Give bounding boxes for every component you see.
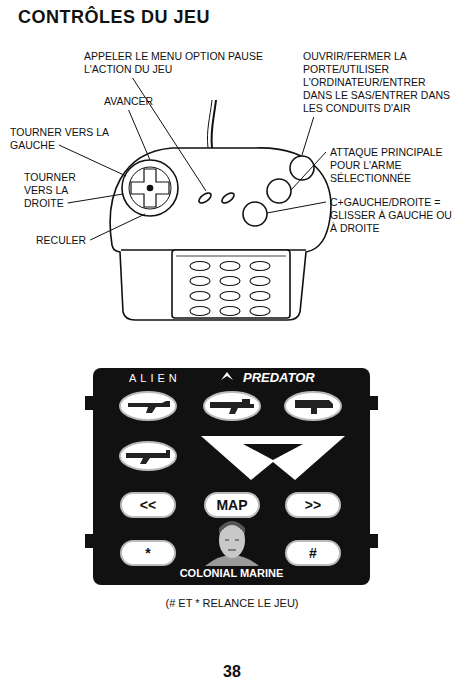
leader-line [133,78,206,191]
callout-label: TOURNER VERS LA GAUCHE [10,126,110,152]
leader-line [291,152,326,190]
pause-button [197,191,212,205]
marine-emblem-notch [243,444,303,460]
option-button [220,191,235,205]
leader-line [90,214,145,240]
keypad-key [220,307,240,316]
leader-lines [59,78,326,240]
keypad-key [250,292,270,301]
keypad-key [250,262,270,271]
keypad-key [220,277,240,286]
button-b [267,179,291,203]
versus-logo [221,372,233,380]
caption: (# ET * RELANCE LE JEU) [0,597,464,609]
weapon-button [120,392,176,420]
button-label: >> [305,497,321,513]
weapon-icon [295,400,333,414]
controller-cord [207,100,212,148]
overlay-button: MAP [204,492,260,518]
keypad-key [190,262,210,271]
button-label: * [145,545,150,561]
keypad-key [220,292,240,301]
callout-label: TOURNER VERS LA DROITE [24,171,106,210]
callout-label: OUVRIR/FERMER LA PORTE/UTILISER L'ORDINA… [303,50,455,115]
overlay-button: # [285,540,341,566]
callout-label: ATTAQUE PRINCIPALE POUR L'ARME SÉLECTION… [330,146,458,185]
button-label: << [140,497,156,513]
leader-line [302,117,314,155]
controller-cord [211,100,216,148]
keypad-key [190,277,210,286]
leader-line [267,202,326,213]
keypad-key [250,307,270,316]
overlay-text: PREDATOR [243,370,315,385]
weapon-icon [126,450,170,464]
keypad-overlay: << MAP >> * # ALIEN PREDATOR COLONIAL MARINE [93,368,370,585]
d-pad-cross [131,169,169,207]
overlay-text: COLONIAL MARINE [93,567,370,579]
keypad-key [250,277,270,286]
d-pad-ring [129,167,171,209]
keypad-key [220,262,240,271]
weapon-button [204,392,260,420]
page-title: CONTRÔLES DU JEU [18,7,210,28]
weapon-icon [128,401,170,413]
marine-features [225,540,239,550]
overlay-text: ALIEN [129,372,181,384]
d-pad [122,160,178,216]
keypad-edge [176,256,286,257]
gamepad [110,100,331,320]
overlay-button: >> [285,492,341,518]
leader-line [129,110,150,160]
callout-label: AVANCER [104,95,153,108]
controller-body [110,148,331,320]
callout-label: APPELER LE MENU OPTION PAUSE L'ACTION DU… [84,50,274,76]
weapon-button [285,392,341,420]
keypad-key [190,292,210,301]
d-pad-center [148,186,153,191]
leader-line [68,194,123,203]
overlay-button: * [120,540,176,566]
weapon-button [120,442,176,470]
overlay-button: << [120,492,176,518]
marine-hair [219,521,245,534]
button-c [290,156,314,180]
callout-label: RECULER [36,234,86,247]
weapon-icon [210,399,254,414]
keypad-keys [190,262,270,316]
button-a [243,202,267,226]
button-label: # [309,545,317,561]
callout-label: C+GAUCHE/DROITE = GLISSER À GAUCHE OU À … [330,196,456,235]
button-label: MAP [216,497,247,513]
keypad [172,250,290,318]
keypad-key [190,307,210,316]
page-number: 38 [0,662,464,682]
marine-face [219,522,245,558]
marine-emblem [201,436,345,480]
